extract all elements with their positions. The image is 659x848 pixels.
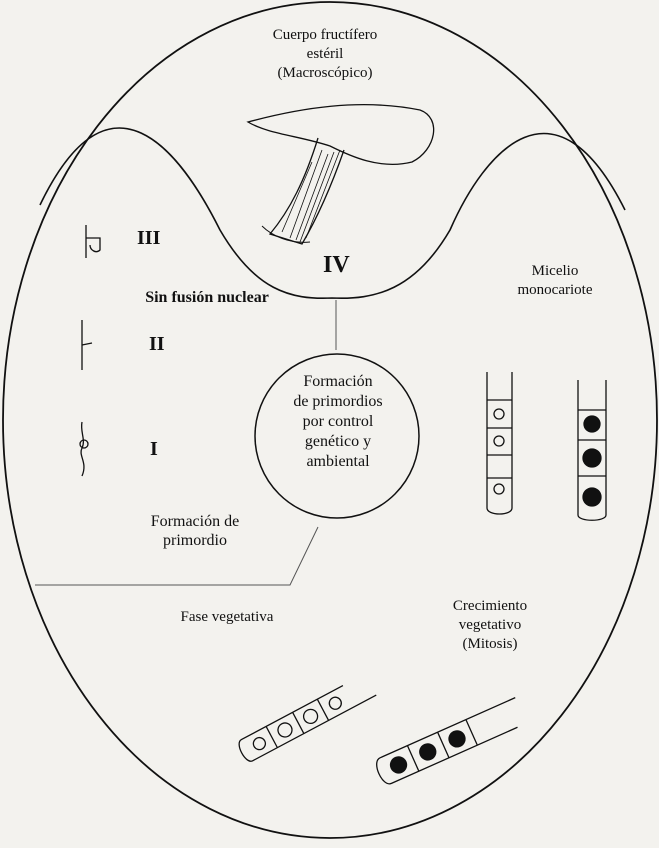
stage-iv-numeral: IV bbox=[323, 252, 350, 279]
stage-iii-numeral: III bbox=[137, 227, 160, 250]
hypha-filled-nuclei bbox=[578, 380, 606, 520]
stage-i-primordium bbox=[80, 422, 88, 476]
hypha-empty-nuclei bbox=[487, 372, 512, 514]
no-nuclear-fusion-label: Sin fusión nuclear bbox=[92, 288, 322, 307]
primordium-formation-label: Formación de primordio bbox=[120, 512, 270, 550]
monokaryotic-mycelium-label: Micelio monocariote bbox=[495, 262, 615, 300]
stage-iii-primordium bbox=[86, 225, 100, 258]
vegetative-phase-label: Fase vegetativa bbox=[152, 608, 302, 627]
primordia-control-label: Formación de primordios por control gené… bbox=[263, 372, 413, 472]
fruiting-body-illustration bbox=[248, 105, 434, 244]
stage-ii-primordium bbox=[82, 320, 92, 370]
stage-i-numeral: I bbox=[150, 438, 158, 461]
fruiting-body-label: Cuerpo fructífero estéril (Macroscópico) bbox=[250, 26, 400, 83]
stage-ii-numeral: II bbox=[149, 333, 165, 356]
vegetative-hypha-filled bbox=[373, 698, 526, 787]
vegetative-growth-label: Crecimiento vegetativo (Mitosis) bbox=[425, 597, 555, 654]
vegetative-hypha-empty bbox=[236, 674, 376, 764]
